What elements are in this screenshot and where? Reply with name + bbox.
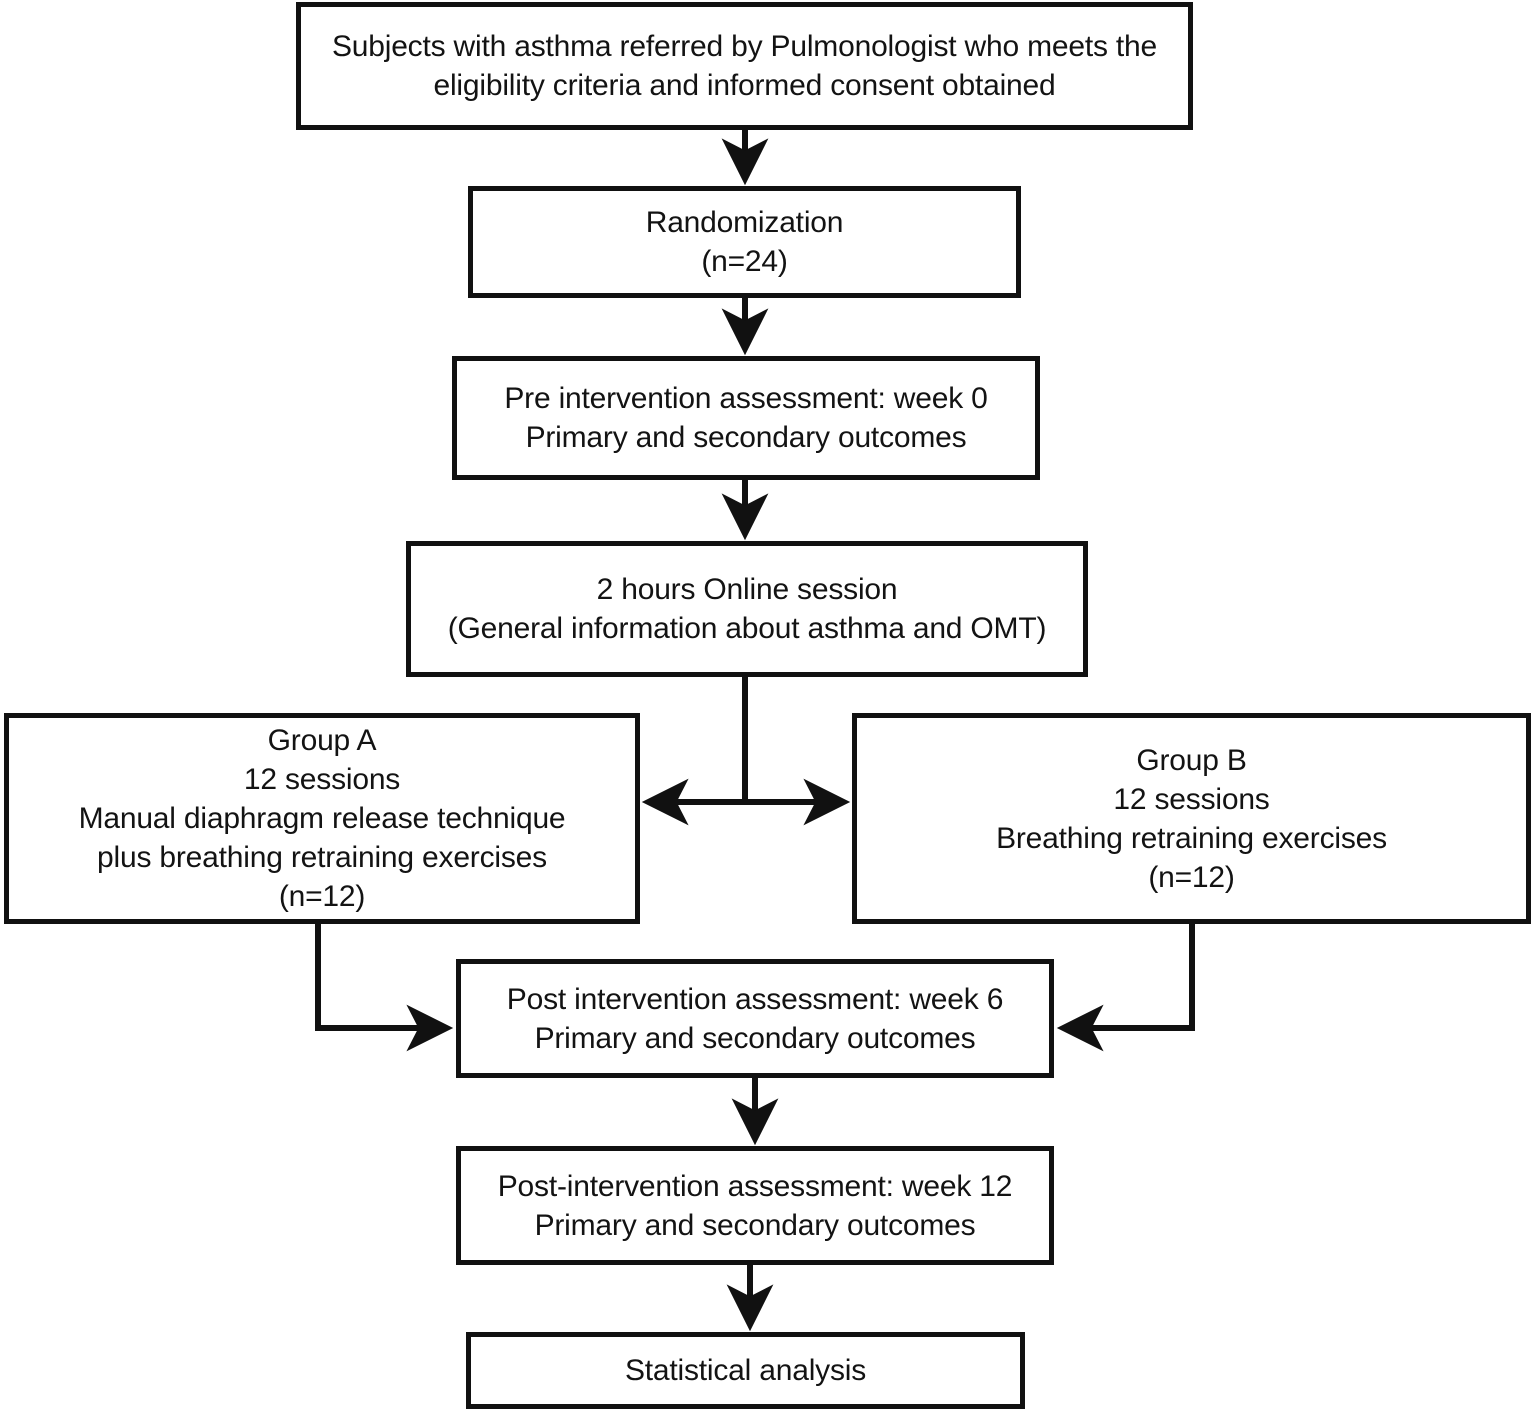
arrow-group-b-to-post-week6 [1056,924,1195,1052]
pre-assessment-line-2: Primary and secondary outcomes [525,421,967,454]
post-intervention-week12-box: Post-intervention assessment: week 12 Pr… [456,1146,1054,1265]
randomization-line-1: Randomization [645,206,844,239]
online-session-box: 2 hours Online session (General informat… [406,541,1088,677]
post-week6-line-2: Primary and secondary outcomes [534,1021,976,1055]
online-session-line-1: 2 hours Online session [596,573,898,606]
arrow-group-a-to-post-week6 [315,924,454,1052]
group-b-line-4: (n=12) [1148,860,1235,894]
post-week6-line-1: Post intervention assessment: week 6 [506,982,1004,1016]
post-week12-line-2: Primary and secondary outcomes [534,1208,976,1242]
post-intervention-week6-box: Post intervention assessment: week 6 Pri… [456,959,1054,1078]
group-b-line-1: Group B [1136,743,1247,777]
group-b-line-2: 12 sessions [1113,782,1270,816]
pre-intervention-assessment-box: Pre intervention assessment: week 0 Prim… [452,356,1040,480]
statistical-analysis-box: Statistical analysis [466,1332,1025,1409]
group-a-line-1: Group A [267,724,377,757]
enrollment-box: Subjects with asthma referred by Pulmono… [296,2,1193,130]
pre-assessment-line-1: Pre intervention assessment: week 0 [504,382,988,415]
online-session-line-2: (General information about asthma and OM… [447,612,1047,645]
group-a-line-2: 12 sessions [243,763,401,796]
enrollment-line-2: eligibility criteria and informed consen… [433,69,1056,102]
group-b-box: Group B 12 sessions Breathing retraining… [852,713,1531,924]
group-a-line-5: (n=12) [278,880,366,913]
randomization-box: Randomization (n=24) [468,186,1021,298]
post-week12-line-1: Post-intervention assessment: week 12 [497,1169,1013,1203]
randomization-line-2: (n=24) [701,245,788,278]
group-a-box: Group A 12 sessions Manual diaphragm rel… [4,713,640,924]
group-b-line-3: Breathing retraining exercises [996,821,1387,855]
group-a-line-3: Manual diaphragm release technique [78,802,566,835]
group-a-line-4: plus breathing retraining exercises [97,841,547,874]
statistical-analysis-line-1: Statistical analysis [624,1354,867,1387]
enrollment-line-1: Subjects with asthma referred by Pulmono… [331,30,1158,63]
